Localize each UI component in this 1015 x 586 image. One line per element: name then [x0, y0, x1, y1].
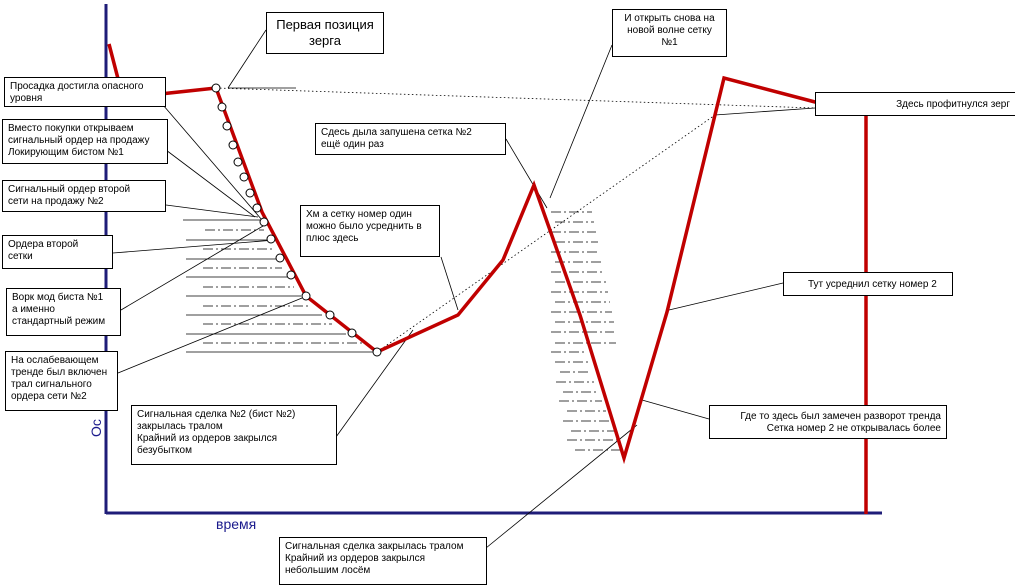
marker [301, 291, 311, 301]
leader-lines [112, 29, 816, 549]
callout-zerg-profit: Здесь профитнулся зерг [815, 92, 1015, 116]
callout-trend-reversal: Где то здесь был замечен разворот тренда… [709, 405, 947, 439]
marker [211, 83, 221, 93]
marker [217, 102, 227, 112]
x-axis-label: время [216, 516, 257, 532]
marker [275, 253, 285, 263]
marker [286, 270, 296, 280]
callout-average-grid-one: Хм а сетку номер один можно было усредни… [300, 205, 440, 257]
callout-signal-second-grid: Сигнальный ордер второй сети на продажу … [2, 180, 166, 212]
grid-two-lower-lines [551, 351, 620, 451]
callout-signal-closed-loss: Сигнальная сделка закрылась тралом Крайн… [279, 537, 487, 585]
callout-reopen-grid-one: И открыть снова на новой волне сетку №1 [612, 9, 727, 57]
callout-grid-two-launched: Сдесь дыла запушена сетка №2 ещё один ра… [315, 123, 506, 155]
marker [372, 347, 382, 357]
marker [222, 121, 232, 131]
marker [245, 188, 255, 198]
callout-instead-buy: Вместо покупки открываем сигнальный орде… [2, 119, 168, 164]
dotted-line-to-profit [215, 87, 816, 109]
marker [239, 172, 249, 182]
price-line [107, 43, 868, 514]
grid-one-order-lines [183, 219, 376, 353]
marker [347, 328, 357, 338]
marker [228, 140, 238, 150]
callout-weakening-trend: На ослабевающем тренде был включен трал … [5, 351, 118, 411]
callout-signal-closed-trailing: Сигнальная сделка №2 (бист №2) закрылась… [131, 405, 337, 465]
marker [252, 203, 262, 213]
callout-second-grid-orders: Ордера второй сетки [2, 235, 113, 269]
y-axis-label: Ос [88, 419, 104, 437]
marker [325, 310, 335, 320]
dotted-line-grid-one [376, 114, 716, 353]
marker [233, 157, 243, 167]
callout-work-mode: Ворк мод биста №1 а именно стандартный р… [6, 288, 121, 336]
callout-averaged-grid-two: Тут усреднил сетку номер 2 [783, 272, 953, 296]
marker [259, 217, 269, 227]
callout-drawdown: Просадка достигла опасного уровня [4, 77, 166, 107]
marker [266, 234, 276, 244]
callout-first-position: Первая позиция зерга [266, 12, 384, 54]
order-markers [211, 83, 382, 357]
